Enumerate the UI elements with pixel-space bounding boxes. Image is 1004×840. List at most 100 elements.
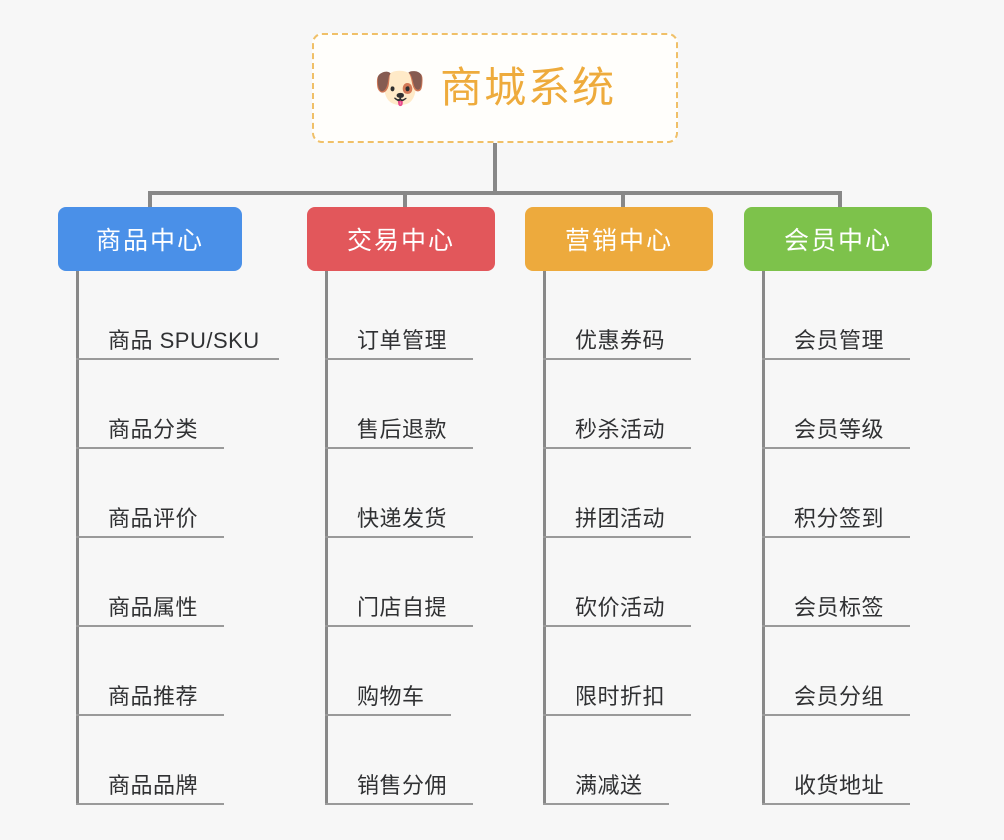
connector-drop-2: [403, 191, 407, 207]
leaf-item[interactable]: 会员分组: [762, 627, 932, 716]
branch-spine-1: [76, 271, 79, 805]
leaf-underline: [76, 536, 224, 538]
leaf-item-label: 会员管理: [794, 328, 885, 353]
leaf-item-label: 商品品牌: [108, 773, 199, 798]
leaf-underline: [762, 803, 910, 805]
leaf-item-label: 会员等级: [794, 417, 885, 442]
leaf-underline: [762, 714, 910, 716]
branch-area-4: 会员管理会员等级积分签到会员标签会员分组收货地址: [762, 271, 932, 805]
leaf-list-2: 订单管理售后退款快递发货门店自提购物车销售分佣: [325, 271, 495, 805]
connector-drop-3: [621, 191, 625, 207]
leaf-underline: [543, 625, 691, 627]
leaf-underline: [762, 447, 910, 449]
branch-spine-3: [543, 271, 546, 805]
leaf-item[interactable]: 购物车: [325, 627, 495, 716]
leaf-item-label: 积分签到: [794, 506, 885, 531]
connector-drop-4: [838, 191, 842, 207]
leaf-underline: [325, 803, 473, 805]
leaf-list-4: 会员管理会员等级积分签到会员标签会员分组收货地址: [762, 271, 932, 805]
leaf-list-3: 优惠券码秒杀活动拼团活动砍价活动限时折扣满减送: [543, 271, 713, 805]
leaf-underline: [325, 358, 473, 360]
leaf-item-label: 快递发货: [357, 506, 448, 531]
leaf-item[interactable]: 商品属性: [76, 538, 242, 627]
leaf-underline: [76, 625, 224, 627]
leaf-item[interactable]: 商品评价: [76, 449, 242, 538]
leaf-item[interactable]: 满减送: [543, 716, 713, 805]
leaf-item[interactable]: 快递发货: [325, 449, 495, 538]
leaf-underline: [76, 447, 224, 449]
category-column-4: 会员中心会员管理会员等级积分签到会员标签会员分组收货地址: [744, 207, 932, 805]
leaf-item[interactable]: 销售分佣: [325, 716, 495, 805]
leaf-item[interactable]: 收货地址: [762, 716, 932, 805]
leaf-item-label: 售后退款: [357, 417, 448, 442]
leaf-item-label: 会员分组: [794, 684, 885, 709]
leaf-underline: [543, 714, 691, 716]
leaf-underline: [325, 447, 473, 449]
category-column-1: 商品中心商品 SPU/SKU 商品分类商品评价商品属性商品推荐商品品牌: [58, 207, 279, 805]
leaf-item-label: 商品分类: [108, 417, 199, 442]
leaf-item[interactable]: 积分签到: [762, 449, 932, 538]
category-node-1[interactable]: 商品中心: [58, 207, 242, 271]
leaf-underline: [325, 536, 473, 538]
leaf-underline: [325, 714, 451, 716]
category-column-3: 营销中心优惠券码秒杀活动拼团活动砍价活动限时折扣满减送: [525, 207, 713, 805]
leaf-underline: [325, 625, 473, 627]
leaf-item[interactable]: 会员管理: [762, 271, 932, 360]
leaf-underline: [543, 447, 691, 449]
branch-area-1: 商品 SPU/SKU 商品分类商品评价商品属性商品推荐商品品牌: [76, 271, 279, 805]
leaf-item[interactable]: 秒杀活动: [543, 360, 713, 449]
leaf-item-label: 门店自提: [357, 595, 448, 620]
connector-drop-1: [148, 191, 152, 207]
leaf-underline: [76, 803, 224, 805]
branch-area-2: 订单管理售后退款快递发货门店自提购物车销售分佣: [325, 271, 495, 805]
leaf-item[interactable]: 会员等级: [762, 360, 932, 449]
leaf-item-label: 砍价活动: [575, 595, 666, 620]
category-node-2[interactable]: 交易中心: [307, 207, 495, 271]
leaf-item[interactable]: 订单管理: [325, 271, 495, 360]
leaf-item[interactable]: 会员标签: [762, 538, 932, 627]
leaf-item-label: 商品评价: [108, 506, 199, 531]
leaf-item-label: 满减送: [575, 773, 643, 798]
leaf-item-label: 商品属性: [108, 595, 199, 620]
connector-root-stem: [493, 143, 497, 191]
root-node-title: 商城系统: [440, 64, 617, 111]
leaf-item-label: 会员标签: [794, 595, 885, 620]
root-node-shop-system[interactable]: 🐶 商城系统: [312, 33, 678, 143]
branch-spine-2: [325, 271, 328, 805]
category-node-3[interactable]: 营销中心: [525, 207, 713, 271]
leaf-item[interactable]: 商品分类: [76, 360, 242, 449]
leaf-underline: [543, 358, 691, 360]
category-column-2: 交易中心订单管理售后退款快递发货门店自提购物车销售分佣: [307, 207, 495, 805]
leaf-item[interactable]: 商品 SPU/SKU: [76, 271, 279, 360]
leaf-item[interactable]: 商品推荐: [76, 627, 242, 716]
leaf-item[interactable]: 售后退款: [325, 360, 495, 449]
leaf-item-label: 秒杀活动: [575, 417, 666, 442]
shiba-dog-face-icon: 🐶: [373, 64, 427, 111]
leaf-item-label: 购物车: [357, 684, 425, 709]
leaf-item-label: 收货地址: [794, 773, 885, 798]
leaf-underline: [76, 358, 279, 360]
leaf-item[interactable]: 优惠券码: [543, 271, 713, 360]
leaf-list-1: 商品 SPU/SKU 商品分类商品评价商品属性商品推荐商品品牌: [76, 271, 279, 805]
leaf-item[interactable]: 限时折扣: [543, 627, 713, 716]
leaf-item[interactable]: 商品品牌: [76, 716, 242, 805]
leaf-item-label: 拼团活动: [575, 506, 666, 531]
leaf-item[interactable]: 砍价活动: [543, 538, 713, 627]
leaf-item-label: 优惠券码: [575, 328, 666, 353]
leaf-underline: [762, 536, 910, 538]
branch-area-3: 优惠券码秒杀活动拼团活动砍价活动限时折扣满减送: [543, 271, 713, 805]
leaf-underline: [76, 714, 224, 716]
leaf-item[interactable]: 门店自提: [325, 538, 495, 627]
leaf-underline: [762, 358, 910, 360]
leaf-item-label: 销售分佣: [357, 773, 448, 798]
leaf-item-label: 限时折扣: [575, 684, 666, 709]
leaf-item-label: 商品 SPU/SKU: [108, 328, 260, 353]
leaf-item-label: 商品推荐: [108, 684, 199, 709]
leaf-underline: [543, 536, 691, 538]
category-node-4[interactable]: 会员中心: [744, 207, 932, 271]
connector-horizontal-bar: [148, 191, 842, 195]
leaf-underline: [543, 803, 669, 805]
branch-spine-4: [762, 271, 765, 805]
leaf-item[interactable]: 拼团活动: [543, 449, 713, 538]
